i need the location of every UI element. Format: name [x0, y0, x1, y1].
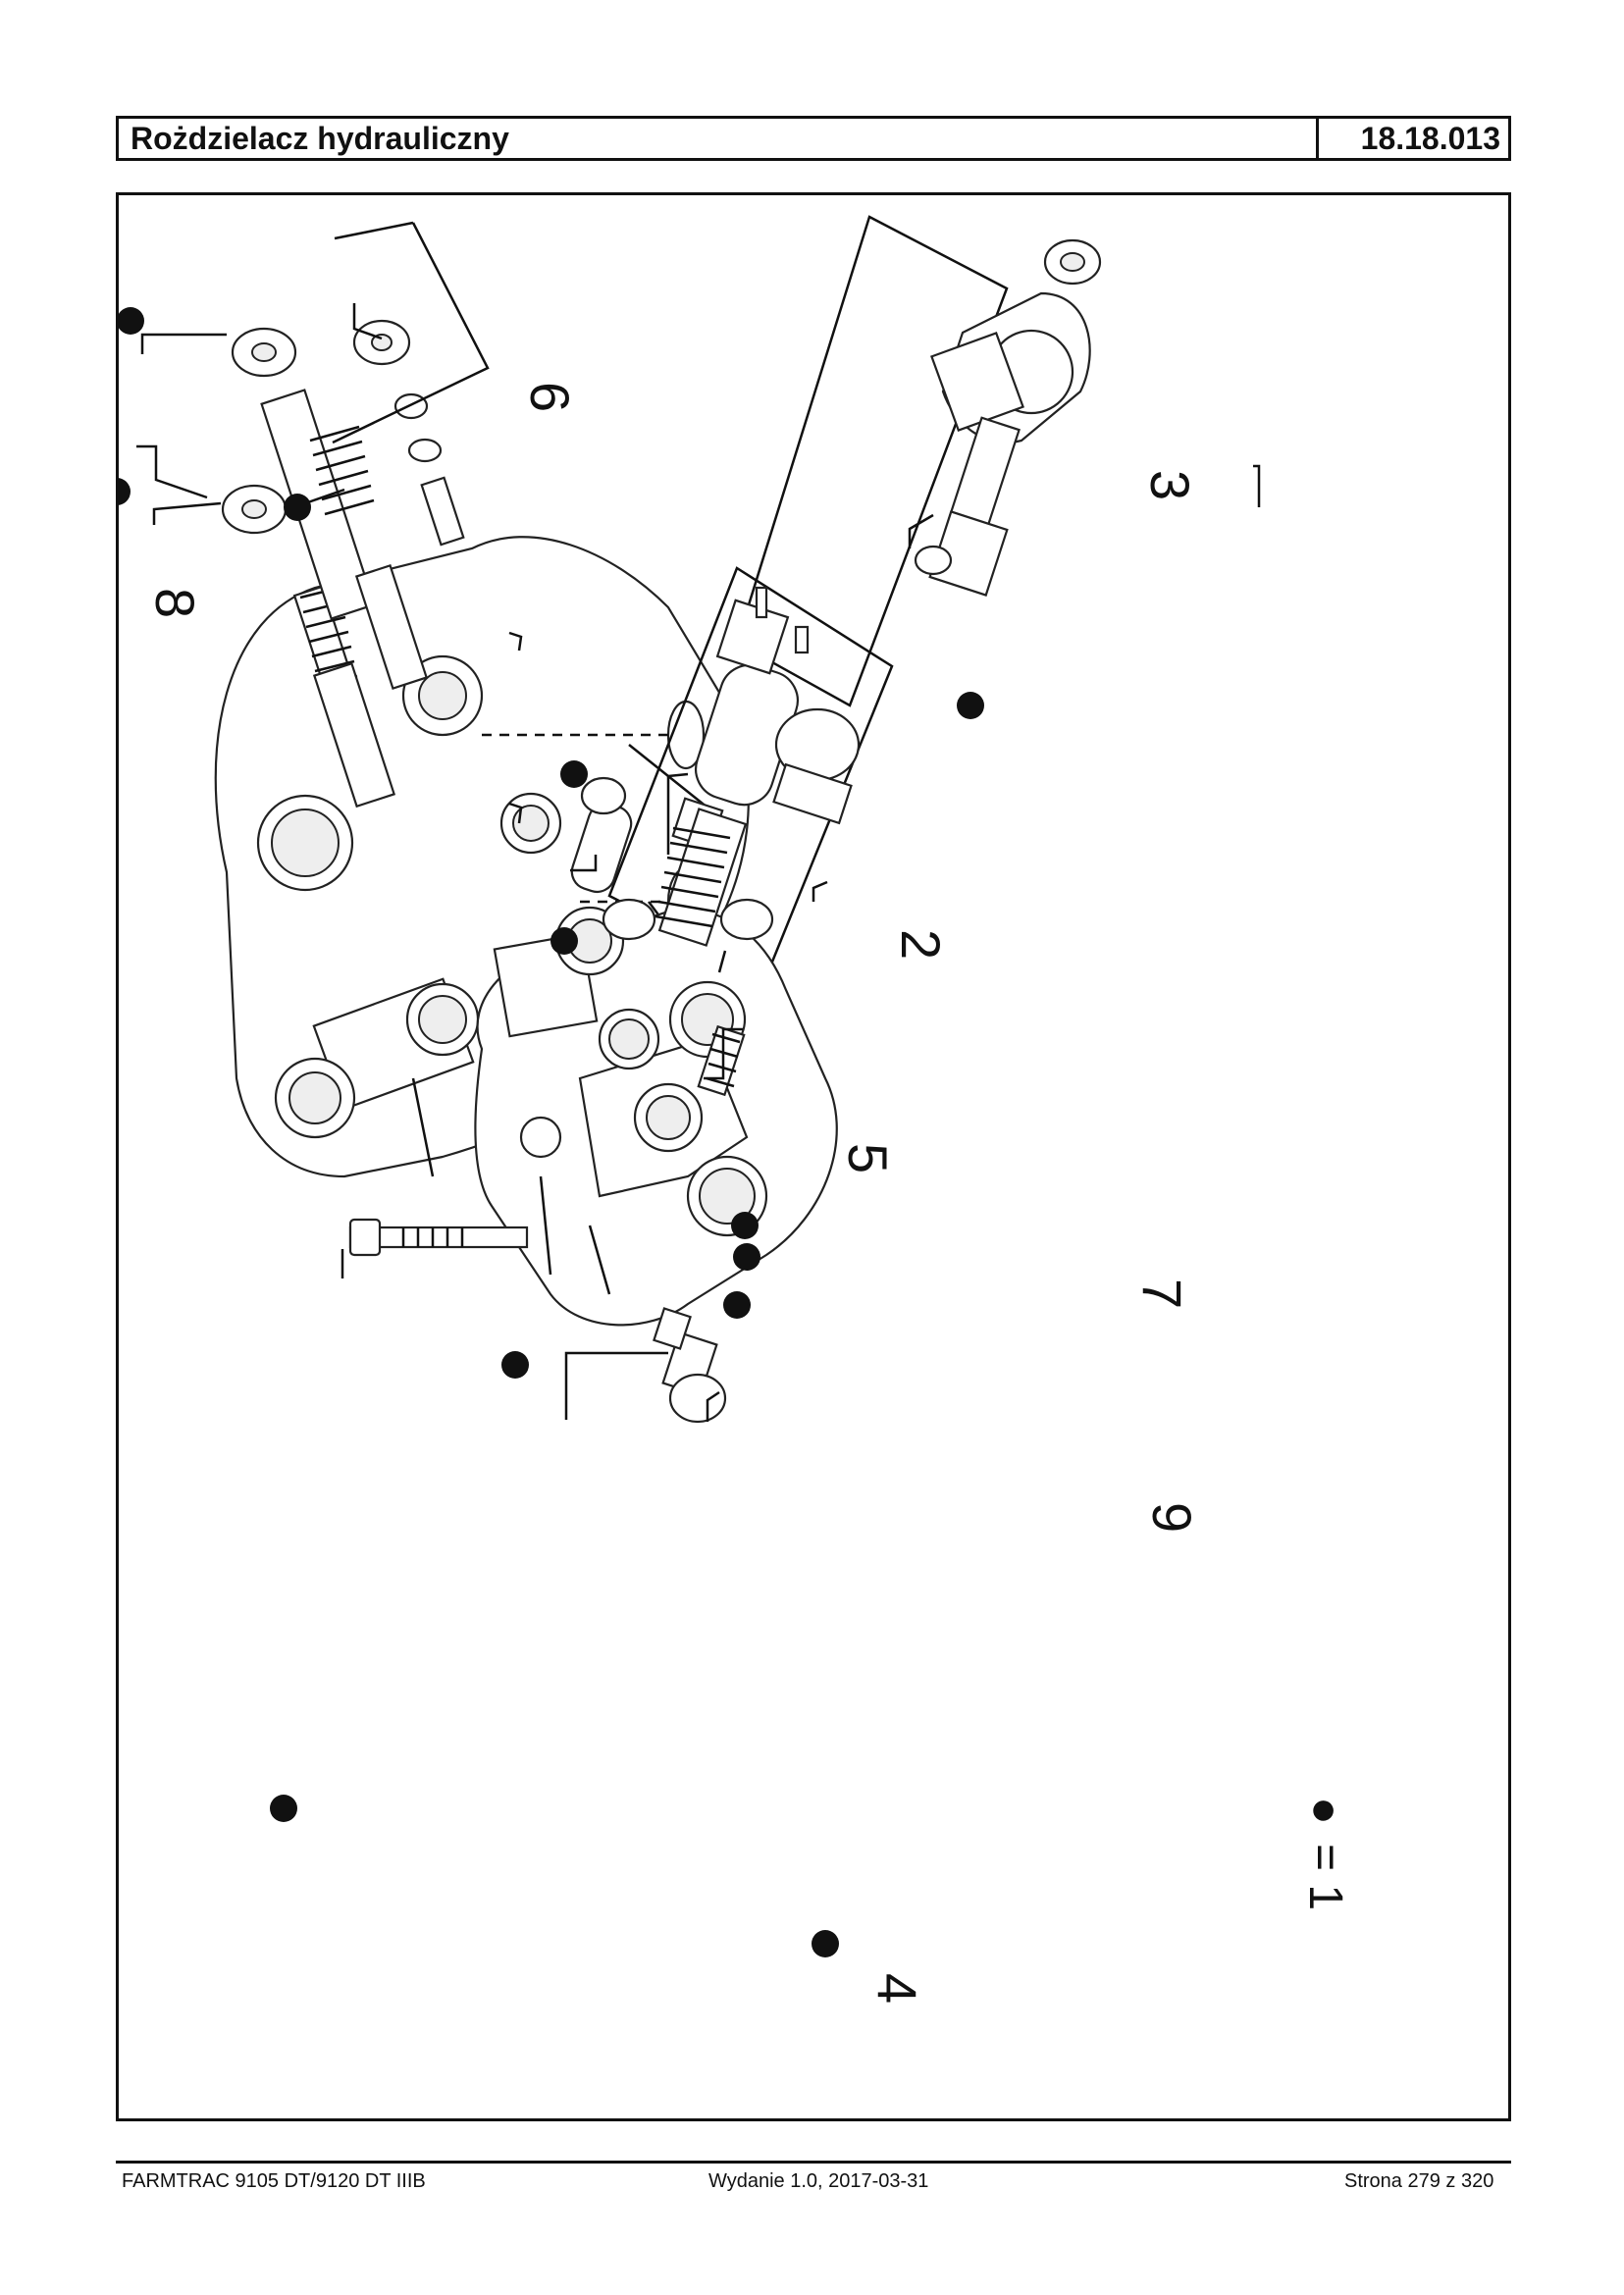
- solenoid-assembly-2: [607, 566, 894, 978]
- marker-dot: [560, 760, 588, 788]
- legend: ● = 1: [1299, 1797, 1351, 1910]
- marker-dot: [550, 927, 578, 955]
- callout-4: 4: [866, 1973, 928, 2004]
- marker-dot: [733, 1243, 760, 1271]
- lower-valve-body: [348, 776, 838, 1424]
- callout-6: 6: [519, 382, 581, 412]
- exploded-diagram-frame: 6 8 3 2 5 7 9 4 ● = 1: [116, 192, 1511, 2121]
- marker-dot: [284, 494, 311, 521]
- footer-page-number: Strona 279 z 320: [1344, 2170, 1494, 2192]
- footer-edition: Wydanie 1.0, 2017-03-31: [708, 2170, 929, 2192]
- page-header: Rożdzielacz hydrauliczny 18.18.013: [116, 116, 1511, 161]
- callout-8: 8: [144, 588, 206, 618]
- callout-lines: [136, 303, 1261, 1422]
- callout-2: 2: [890, 929, 952, 960]
- sensor-assembly-3: [735, 215, 1102, 707]
- marker-dot: [270, 1795, 297, 1822]
- legend-text: = 1: [1299, 1844, 1351, 1910]
- callout-7: 7: [1131, 1278, 1193, 1309]
- document-code: 18.18.013: [1316, 119, 1508, 158]
- marker-dot: [119, 307, 144, 335]
- marker-dot: [957, 692, 984, 719]
- footer-rule: [116, 2161, 1511, 2164]
- marker-dot: [119, 478, 131, 505]
- document-title: Rożdzielacz hydrauliczny: [131, 121, 509, 156]
- callout-3: 3: [1139, 470, 1201, 500]
- callout-numbers: 6 8 3 2 5 7 9 4: [144, 382, 1203, 2004]
- footer-model: FARMTRAC 9105 DT/9120 DT IIIB: [122, 2170, 426, 2192]
- marker-dots: [119, 307, 984, 1957]
- exploded-parts-diagram: 6 8 3 2 5 7 9 4 ● = 1: [119, 215, 1351, 2004]
- callout-5: 5: [837, 1143, 899, 1174]
- marker-dot: [812, 1930, 839, 1957]
- marker-dot: [723, 1291, 751, 1319]
- marker-dot: [501, 1351, 529, 1379]
- legend-symbol: ●: [1299, 1797, 1351, 1825]
- callout-9: 9: [1141, 1502, 1203, 1533]
- marker-dot: [731, 1212, 759, 1239]
